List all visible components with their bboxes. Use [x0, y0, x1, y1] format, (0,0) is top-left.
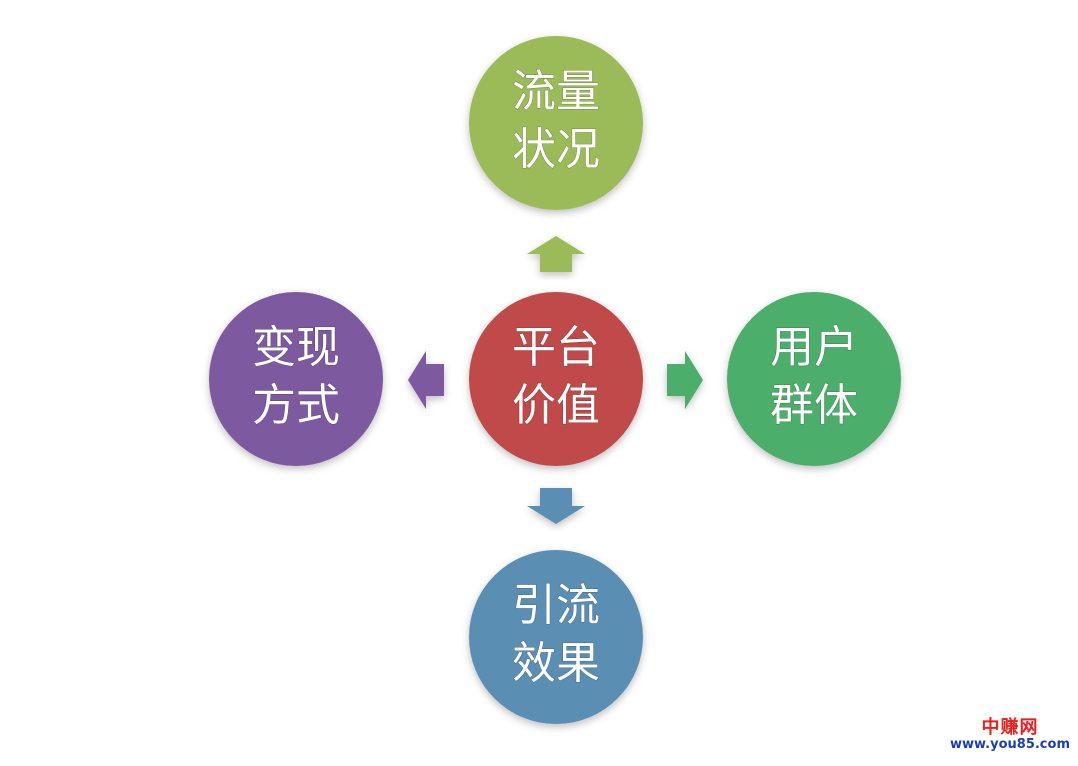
arrow-up-icon	[527, 236, 585, 272]
arrow-left-icon	[408, 351, 444, 409]
arrow-down-icon	[527, 488, 585, 524]
node-top-circle	[469, 36, 643, 210]
watermark: 中赚网 www.you85.com	[950, 719, 1070, 752]
node-left-line1: 变现	[252, 322, 340, 373]
node-bottom-circle	[469, 550, 643, 724]
node-left-circle	[209, 292, 383, 466]
arrow-right-icon	[667, 351, 703, 409]
node-bottom-line1: 引流	[512, 580, 600, 631]
node-left: 变现 方式	[209, 292, 383, 466]
node-bottom: 引流 效果	[469, 550, 643, 724]
node-center-circle	[469, 292, 643, 466]
watermark-url: www.you85.com	[949, 737, 1070, 753]
node-right: 用户 群体	[727, 292, 901, 466]
node-top-line1: 流量	[512, 66, 600, 117]
node-center: 平台 价值	[469, 292, 643, 466]
node-top-line2: 状况	[512, 124, 600, 175]
node-right-line2: 群体	[770, 380, 858, 431]
node-center-line2: 价值	[512, 380, 600, 431]
node-bottom-line2: 效果	[512, 638, 600, 689]
node-left-line2: 方式	[252, 380, 340, 431]
node-right-circle	[727, 292, 901, 466]
node-center-line1: 平台	[512, 322, 600, 373]
node-top: 流量 状况	[469, 36, 643, 210]
watermark-title: 中赚网	[981, 717, 1039, 739]
node-right-line1: 用户	[770, 322, 858, 373]
